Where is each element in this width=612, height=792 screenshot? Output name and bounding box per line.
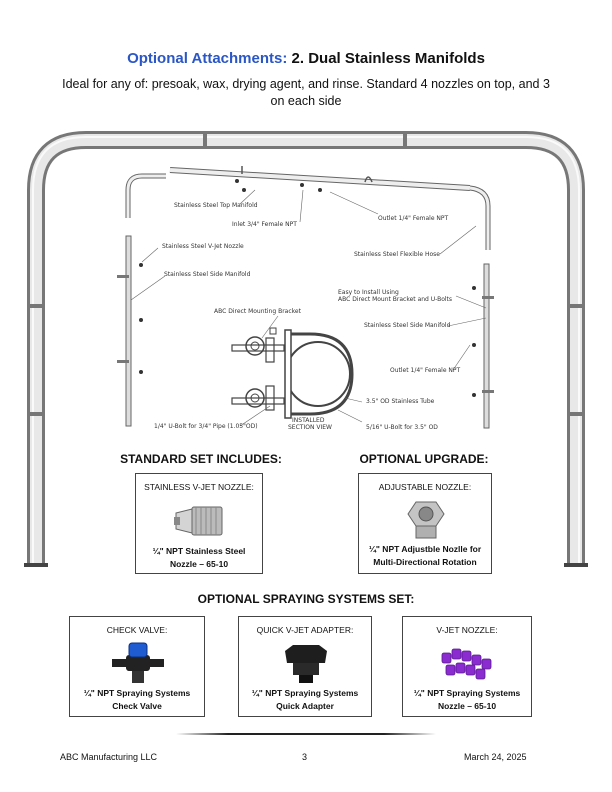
title-rest: 2. Dual Stainless Manifolds [291, 50, 485, 67]
card-heading: CHECK VALVE: [106, 625, 168, 635]
callout-top-manifold: Stainless Steel Top Manifold [174, 202, 258, 209]
stainless-vjet-nozzle-card: STAINLESS V-JET NOZZLE: ¼" NPT Stainless… [135, 473, 263, 574]
callout-section-view: SECTION VIEW [288, 424, 332, 431]
callout-easy-install-2: ABC Direct Mount Bracket and U-Bolts [338, 296, 452, 303]
callout-mount-bracket: ABC Direct Mounting Bracket [214, 308, 302, 315]
card-line1: ¼" NPT Spraying Systems [251, 688, 359, 698]
callout-ubolt-right: 5/16" U-Bolt for 3.5" OD [366, 424, 438, 431]
card-line2: Nozzle – 65-10 [437, 701, 497, 711]
optional-upgrade-heading: OPTIONAL UPGRADE: [359, 452, 489, 466]
standard-set-heading: STANDARD SET INCLUDES: [120, 452, 282, 466]
card-heading: ADJUSTABLE NOZZLE: [378, 482, 472, 492]
purple-nozzles-icon [441, 648, 492, 680]
card-line1: ¼" NPT Spraying Systems [83, 688, 191, 698]
callout-outlet-top: Outlet 1/4" Female NPT [378, 215, 449, 222]
stainless-nozzle-icon [174, 506, 223, 536]
spraying-set-heading: OPTIONAL SPRAYING SYSTEMS SET: [197, 592, 415, 606]
vjet-nozzle-card: V-JET NOZZLE: ¼" NPT Spraying Systems No… [402, 616, 532, 717]
card-heading: V-JET NOZZLE: [436, 625, 498, 635]
quick-adapter-icon [285, 645, 327, 683]
card-line2: Multi-Directional Rotation [373, 557, 477, 567]
footer-rule [176, 733, 436, 735]
page-subtitle: Ideal for any of: presoak, wax, drying a… [62, 77, 550, 108]
callout-vjet: Stainless Steel V-Jet Nozzle [162, 243, 244, 250]
quick-vjet-adapter-card: QUICK V-JET ADAPTER: ¼" NPT Spraying Sys… [238, 616, 372, 717]
card-heading: STAINLESS V-JET NOZZLE: [144, 482, 254, 492]
callout-ubolt-left: 1/4" U-Bolt for 3/4" Pipe (1.05"OD) [154, 423, 258, 430]
page-title: Optional Attachments: 2. Dual Stainless … [0, 50, 612, 67]
card-line2: Nozzle – 65-10 [169, 559, 229, 569]
footer-page-number: 3 [302, 752, 308, 762]
callout-installed: INSTALLED [292, 417, 325, 424]
adjustable-nozzle-card: ADJUSTABLE NOZZLE: ¼" NPT Adjustble Nozl… [358, 473, 492, 574]
adjustable-nozzle-icon [407, 501, 445, 539]
top-manifold [125, 166, 491, 250]
left-side-manifold [117, 235, 143, 427]
card-line1: ¼" NPT Stainless Steel [152, 546, 246, 556]
check-valve-icon [112, 642, 164, 683]
arch-frame [24, 131, 588, 567]
callout-inlet: Inlet 3/4" Female NPT [232, 221, 297, 228]
card-line2: Check Valve [112, 701, 162, 711]
footer-date: March 24, 2025 [464, 752, 527, 762]
right-side-manifold [472, 263, 494, 429]
callout-outlet-side: Outlet 1/4" Female NPT [390, 367, 461, 374]
callout-flex-hose: Stainless Steel Flexible Hose [354, 251, 440, 258]
card-heading: QUICK V-JET ADAPTER: [256, 625, 354, 635]
card-line1: ¼" NPT Adjustble Nozlle for [368, 544, 482, 554]
card-line2: Quick Adapter [276, 701, 334, 711]
callout-side-manifold-right: Stainless Steel Side Manifold [364, 322, 451, 329]
section-view [231, 327, 354, 419]
check-valve-card: CHECK VALVE: ¼" NPT Spraying Systems Che… [69, 616, 205, 717]
callout-easy-install-1: Easy to Install Using [338, 289, 399, 296]
footer-company: ABC Manufacturing LLC [60, 752, 158, 762]
callout-od-tube: 3.5" OD Stainless Tube [366, 398, 435, 405]
callout-side-manifold-left: Stainless Steel Side Manifold [164, 271, 251, 278]
title-accent: Optional Attachments: [127, 50, 288, 67]
leader-lines [130, 189, 487, 427]
card-line1: ¼" NPT Spraying Systems [413, 688, 521, 698]
